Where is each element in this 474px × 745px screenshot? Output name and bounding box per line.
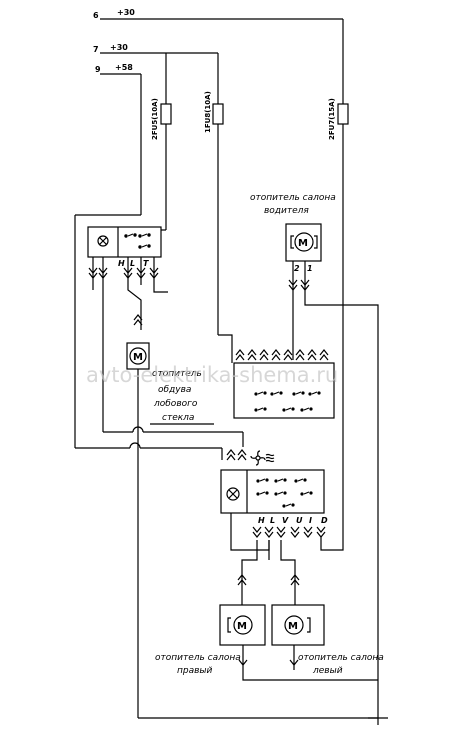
fuse-2fu5-label: 2FU5(10A) — [151, 98, 159, 140]
windshield-heater-label-3: лобового — [153, 399, 198, 409]
right-heater: M отопитель салона правый — [155, 570, 266, 676]
top-switch: H L T — [87, 226, 166, 268]
indicator-lamp-icon-bottom — [226, 487, 240, 501]
wire-9-number: 9 — [95, 65, 101, 74]
windshield-blower-motor: M отопитель обдува лобового стекла — [126, 314, 214, 436]
pin-l-bottom: L — [270, 516, 275, 525]
pin-d-bottom: D — [321, 516, 328, 525]
pin-h-bottom: H — [258, 516, 265, 525]
wire-7-number: 7 — [93, 45, 99, 54]
fuse-1fu8: 1FU8(10A) — [204, 91, 224, 133]
pin-h-top: H — [118, 259, 125, 268]
watermark: avto-elektrika-shema.ru — [86, 363, 338, 387]
pin-t-top: T — [143, 259, 149, 268]
pin-i-bottom: I — [309, 516, 312, 525]
left-heater-label-2: левый — [312, 666, 343, 676]
fuse-2fu7: 2FU7(15A) — [328, 98, 349, 140]
motor-letter-driver: M — [298, 238, 308, 249]
supply-wires: 6 +30 7 +30 9 +58 — [74, 8, 344, 540]
left-heater-label-1: отопитель салона — [298, 653, 384, 663]
driver-heater: отопитель салона водителя M 2 1 — [250, 193, 379, 725]
wire-7-label: +30 — [110, 43, 128, 52]
bus-wires — [75, 426, 388, 719]
switch-contacts-icon — [124, 233, 151, 249]
pin-v-bottom: V — [282, 516, 289, 525]
wire-6-label: +30 — [117, 8, 135, 17]
fuse-2fu7-label: 2FU7(15A) — [328, 98, 336, 140]
motor-letter-left: M — [288, 621, 298, 632]
driver-pin-1: 1 — [307, 264, 313, 273]
windshield-heater-label-1: отопитель — [152, 369, 202, 379]
bottom-switch-block: H L V U I D — [220, 449, 344, 570]
fuse-1fu8-label: 1FU8(10A) — [204, 91, 212, 133]
driver-pin-2: 2 — [294, 264, 300, 273]
top-switch-connectors — [88, 257, 168, 432]
windshield-heater-label-4: стекла — [162, 413, 194, 423]
windshield-heater-label-2: обдува — [158, 385, 191, 395]
pin-l-top: L — [130, 259, 135, 268]
motor-letter-right: M — [237, 621, 247, 632]
fuse-2fu5: 2FU5(10A) — [151, 98, 172, 140]
motor-letter-windshield: M — [133, 352, 143, 363]
wire-6-number: 6 — [93, 11, 99, 20]
main-switch-block — [218, 334, 335, 419]
main-switch-connectors — [235, 345, 329, 361]
wire-9-label: +58 — [115, 63, 133, 72]
main-switch-contacts-icon — [254, 391, 321, 412]
bottom-switch-contacts-icon — [256, 478, 313, 508]
driver-heater-label-2: водителя — [264, 206, 309, 216]
driver-heater-label-1: отопитель салона — [250, 193, 336, 203]
pin-u-bottom: U — [296, 516, 303, 525]
fan-icon — [250, 450, 275, 466]
left-heater: M отопитель салона левый — [242, 570, 384, 681]
indicator-lamp-icon — [97, 235, 109, 247]
right-heater-label-1: отопитель салона — [155, 653, 241, 663]
right-heater-label-2: правый — [177, 666, 213, 676]
